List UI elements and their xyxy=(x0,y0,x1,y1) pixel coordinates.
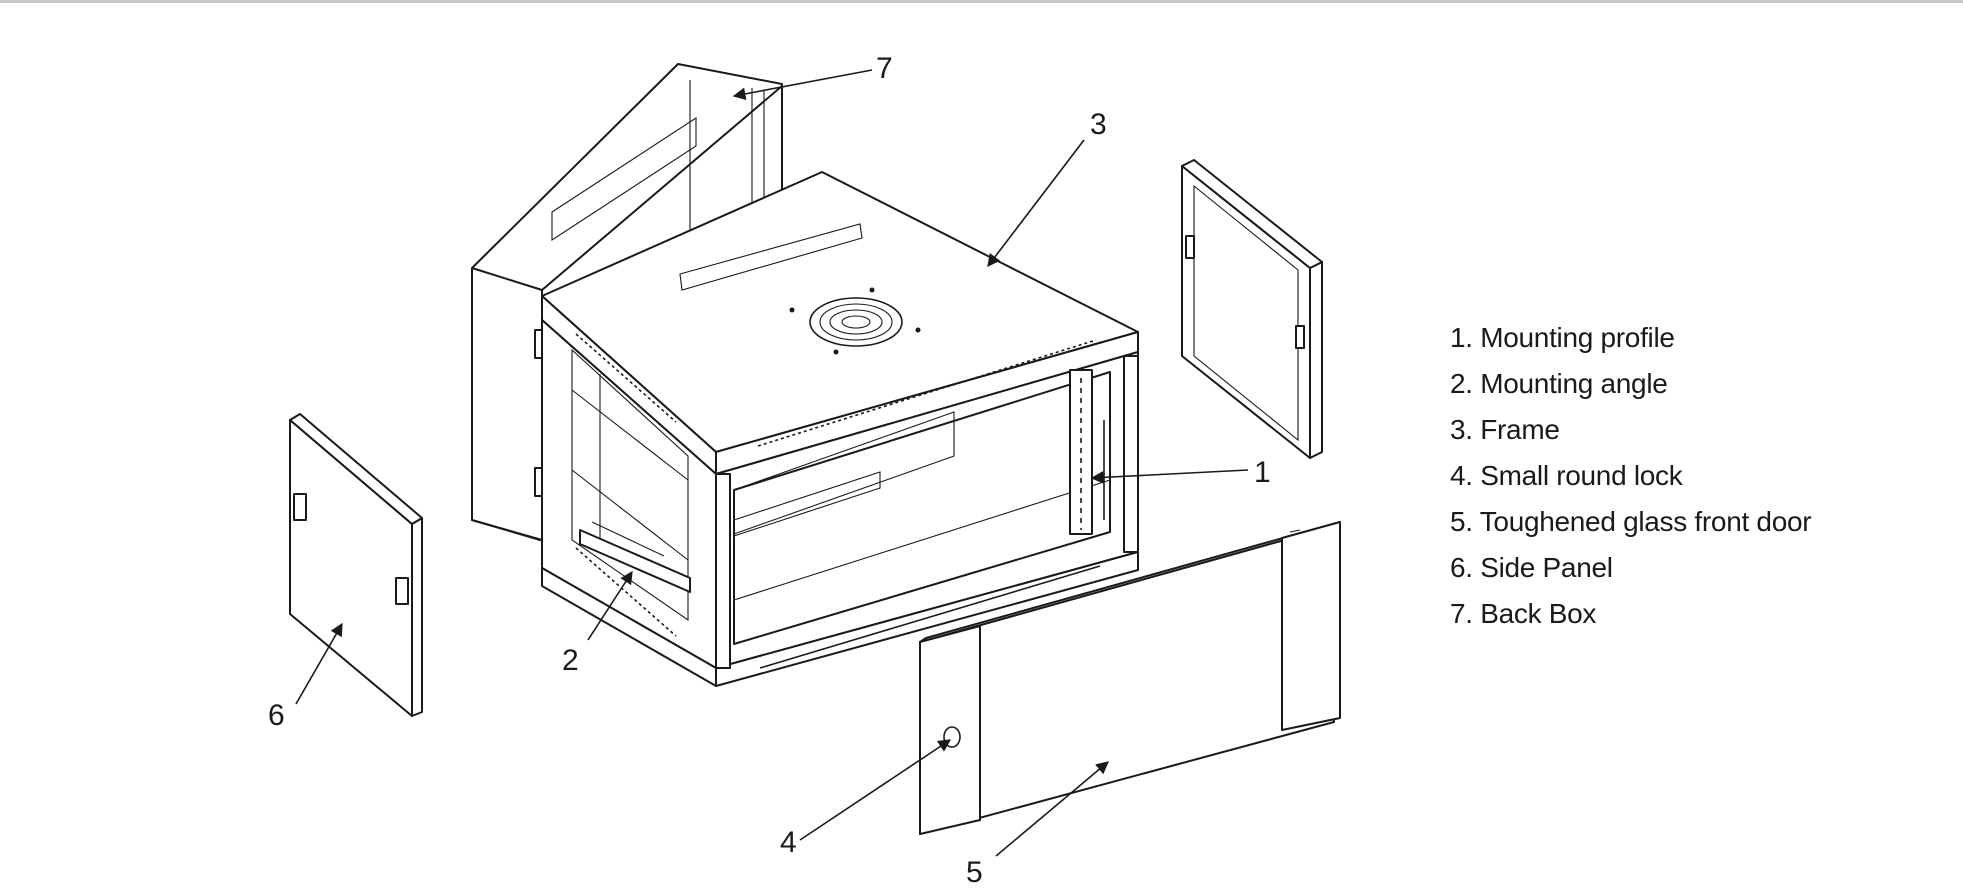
legend-item: 6. Side Panel xyxy=(1450,552,1613,583)
side-panel-right xyxy=(1181,159,1323,459)
mounting-angle xyxy=(579,521,691,593)
callout-5: 5 xyxy=(966,856,983,889)
mounting-profile xyxy=(1069,369,1105,535)
round-lock-icon xyxy=(943,726,961,748)
legend-item: 2. Mounting angle xyxy=(1450,368,1668,399)
front-door xyxy=(919,521,1341,835)
callout-7: 7 xyxy=(876,52,893,85)
legend-item: 7. Back Box xyxy=(1450,598,1597,629)
legend-item: 3. Frame xyxy=(1450,414,1560,445)
side-vent-slots xyxy=(575,547,677,637)
legend-item: 5. Toughened glass front door xyxy=(1450,506,1812,537)
legend-item: 4. Small round lock xyxy=(1450,460,1683,491)
fan-icon xyxy=(789,287,921,355)
callout-3: 3 xyxy=(1090,108,1107,141)
leader-lines xyxy=(295,69,1249,857)
legend-item: 1. Mounting profile xyxy=(1450,322,1675,353)
callout-6: 6 xyxy=(268,699,285,732)
callout-1: 1 xyxy=(1254,456,1271,489)
cabinet-frame xyxy=(541,171,1139,687)
callout-2: 2 xyxy=(562,644,579,677)
parts-legend: 1. Mounting profile 2. Mounting angle 3.… xyxy=(1450,318,1812,640)
side-panel-left xyxy=(289,413,423,717)
callout-labels: 1 2 3 4 5 6 7 xyxy=(268,52,1271,889)
front-vent-slots xyxy=(575,333,1097,447)
callout-4: 4 xyxy=(780,826,797,859)
top-border xyxy=(0,0,1963,3)
